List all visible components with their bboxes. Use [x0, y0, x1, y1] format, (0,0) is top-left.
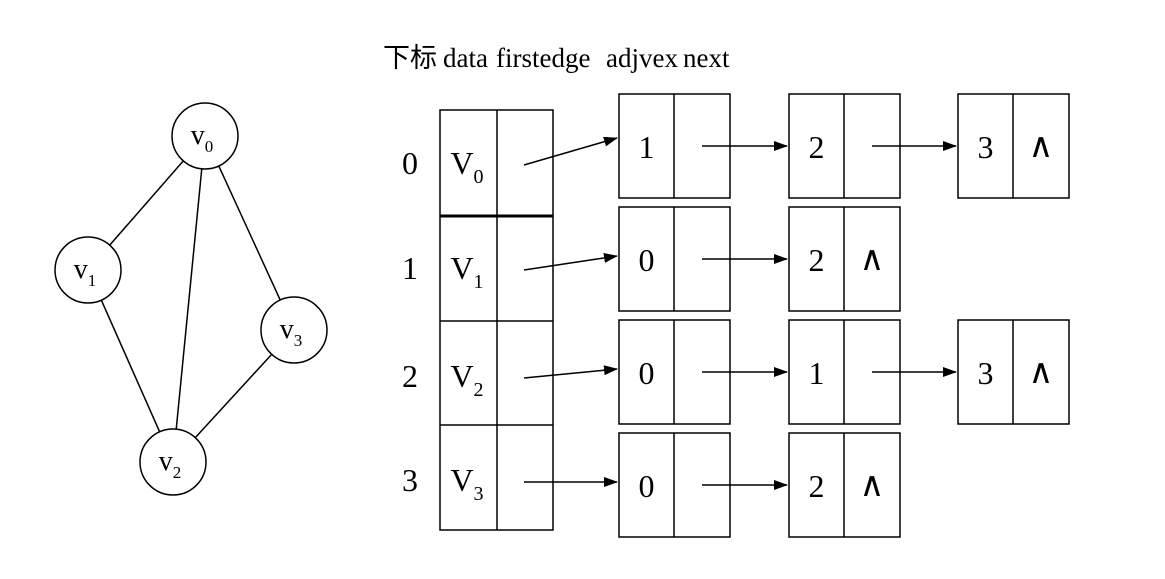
adjvex-value: 1	[639, 129, 655, 165]
graph-edge-0-1	[109, 160, 184, 246]
adjvex-value: 0	[639, 355, 655, 391]
edge-node: 2∧	[788, 206, 901, 312]
vertex-data-label: V3	[450, 462, 483, 505]
graph-vertex-3: v3	[260, 296, 328, 364]
graph-vertex-1: v1	[54, 236, 122, 304]
vertex-table	[439, 109, 554, 531]
vertex-label: v1	[74, 254, 97, 290]
graph-edge-0-3	[218, 165, 281, 301]
vertex-circle	[139, 428, 207, 496]
adjvex-value: 2	[809, 242, 825, 278]
graph-edge-1-2	[100, 299, 161, 433]
null-pointer-symbol: ∧	[860, 241, 885, 278]
vertex-label: v2	[159, 446, 182, 482]
row-index-label: 0	[402, 145, 418, 181]
vertex-data-label: V0	[450, 145, 483, 188]
header-data-label: data	[443, 43, 488, 73]
header-adjvex-label: adjvex	[606, 43, 678, 73]
vertex-circle	[171, 102, 239, 170]
null-pointer-symbol: ∧	[1029, 128, 1054, 165]
adjvex-value: 3	[978, 355, 994, 391]
adjvex-value: 2	[809, 468, 825, 504]
header-index-label: 下标	[383, 43, 437, 73]
firstedge-arrow	[523, 252, 618, 271]
null-pointer-symbol: ∧	[860, 467, 885, 504]
adjvex-value: 1	[809, 355, 825, 391]
vertex-data-label: V1	[450, 250, 483, 293]
adjvex-value: 3	[978, 129, 994, 165]
edge-node: 1	[618, 93, 788, 199]
graph-vertex-0: v0	[171, 102, 239, 170]
firstedge-arrow	[523, 365, 618, 379]
edge-node: 2	[788, 93, 957, 199]
adjvex-value: 0	[639, 468, 655, 504]
adjvex-value: 0	[639, 242, 655, 278]
adjvex-value: 2	[809, 129, 825, 165]
header-next-label: next	[683, 43, 730, 73]
row-index-label: 2	[402, 358, 418, 394]
null-pointer-symbol: ∧	[1029, 354, 1054, 391]
row-index-label: 1	[402, 250, 418, 286]
edge-node: 3∧	[957, 93, 1070, 199]
edge-node: 1	[788, 319, 957, 425]
graph-edges	[100, 160, 281, 439]
edge-node: 0	[618, 319, 788, 425]
table-header: 下标 data firstedge adjvex next	[383, 43, 730, 73]
vertex-circle	[260, 296, 328, 364]
header-firstedge-label: firstedge	[496, 43, 590, 73]
vertex-data-label: V2	[450, 358, 483, 401]
firstedge-arrow	[523, 136, 618, 166]
vertex-circle	[54, 236, 122, 304]
graph-edge-2-3	[194, 353, 273, 439]
graph-nodes: v0 v1 v2 v3	[54, 102, 328, 496]
edge-node: 2∧	[788, 432, 901, 538]
graph-edge-0-2	[175, 168, 203, 430]
row-index-label: 3	[402, 462, 418, 498]
edge-node: 0	[618, 432, 788, 538]
edge-node: 0	[618, 206, 788, 312]
graph-vertex-2: v2	[139, 428, 207, 496]
edge-node: 3∧	[957, 319, 1070, 425]
vertex-label: v3	[280, 314, 303, 350]
vertex-label: v0	[191, 120, 214, 156]
